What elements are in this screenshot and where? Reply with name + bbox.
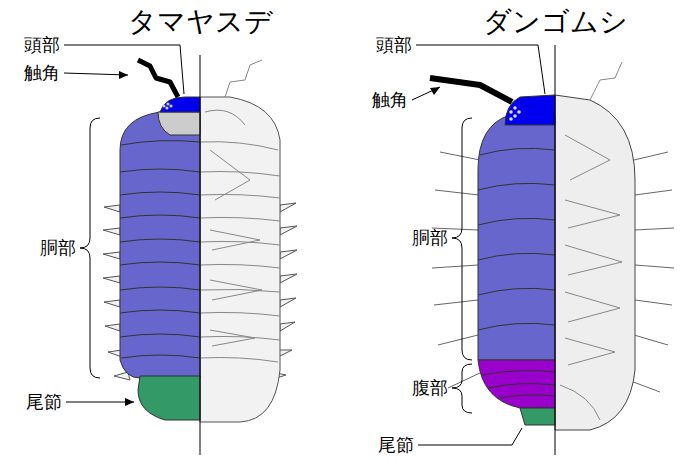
part-label: 尾節 xyxy=(378,435,414,455)
species-title: タマヤスデ xyxy=(128,7,273,38)
part-label: 頭部 xyxy=(24,35,60,55)
part-label: 腹部 xyxy=(412,378,448,398)
species-title: ダンゴムシ xyxy=(483,7,628,38)
part-label: 触角 xyxy=(372,90,408,110)
part-label: 触角 xyxy=(24,63,60,83)
part-label: 頭部 xyxy=(376,35,412,55)
part-label: 胴部 xyxy=(40,238,76,258)
part-label: 胴部 xyxy=(412,228,448,248)
part-label: 尾節 xyxy=(26,392,62,412)
